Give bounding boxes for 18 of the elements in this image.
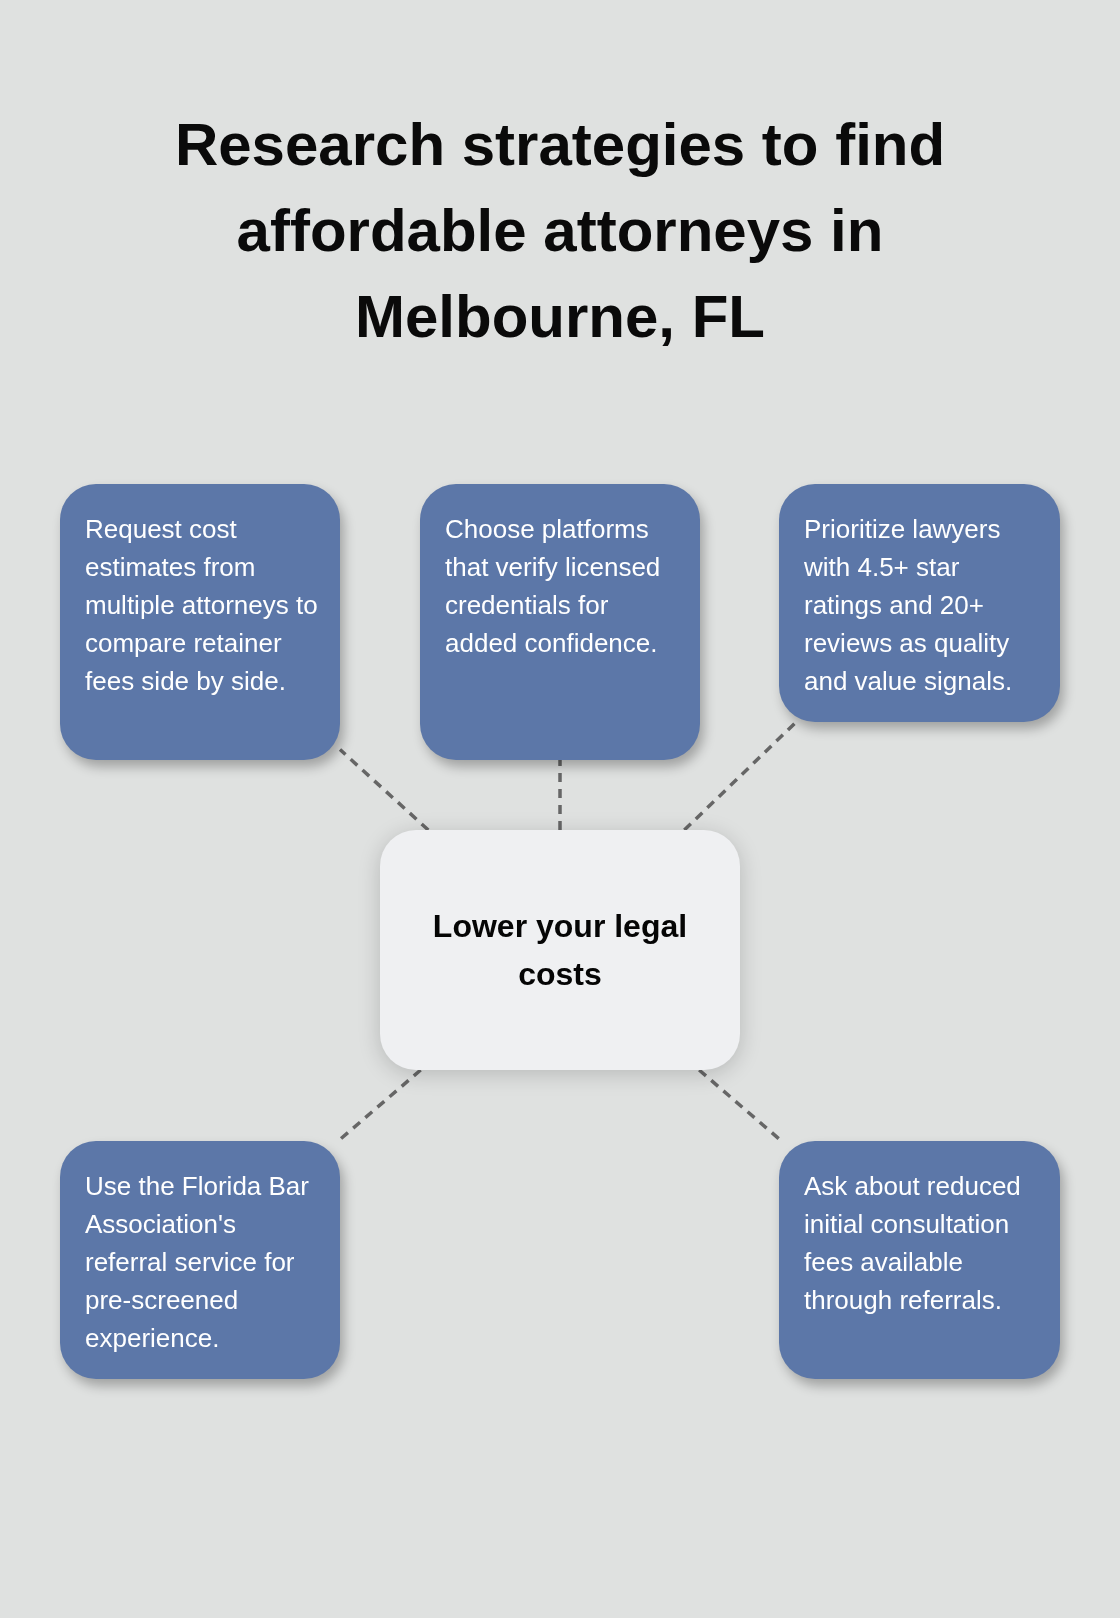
tip-text: Ask about reduced initial consultation fees available through referrals. xyxy=(804,1170,1022,1317)
center-heading: Lower your legal costs xyxy=(431,907,689,994)
tip-text: Use the Florida Bar Association's referral service for pre-screened experience. xyxy=(85,1170,310,1355)
center-card xyxy=(380,830,740,1070)
tip-card xyxy=(60,1141,340,1379)
dashed-connector xyxy=(683,720,798,832)
title: Research strategies to find affordable attorneys in Melbourne, FL xyxy=(173,110,947,352)
dashed-connector xyxy=(337,1068,422,1143)
tip-card xyxy=(60,484,340,760)
dashed-connector xyxy=(558,760,562,830)
tip-card xyxy=(779,484,1060,722)
tip-text: Choose platforms that verify licensed credentials for added confidence. xyxy=(445,513,662,660)
dashed-connector xyxy=(698,1068,783,1143)
dashed-connector xyxy=(338,748,430,832)
tip-card xyxy=(779,1141,1060,1379)
tip-text: Prioritize lawyers with 4.5+ star ratings and 20+ reviews as quality and value signals. xyxy=(804,513,1014,698)
tip-text: Request cost estimates from multiple attorneys to compare retainer fees side by side. xyxy=(85,513,318,698)
tip-card xyxy=(420,484,700,760)
